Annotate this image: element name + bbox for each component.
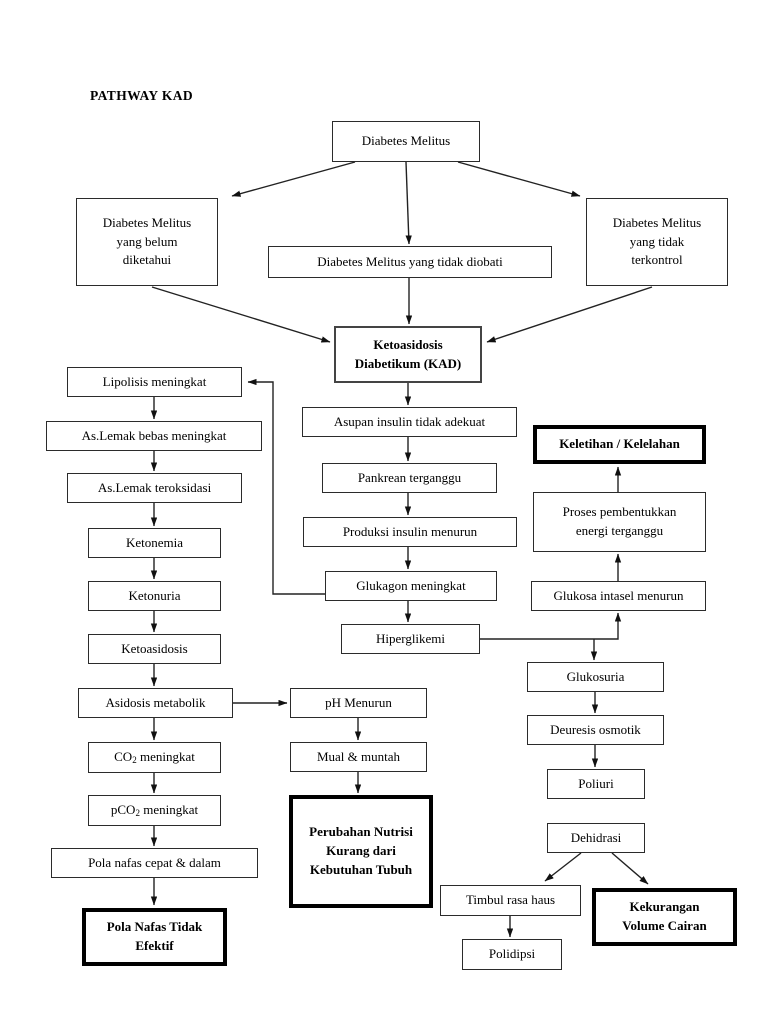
node-label: energi terganggu [575, 523, 664, 538]
node-label: Kekurangan [629, 899, 700, 915]
node-label: Glukosa intasel menurun [553, 587, 684, 603]
node-haus: Timbul rasa haus [440, 885, 581, 916]
node-label: Hiperglikemi [375, 630, 446, 646]
page-title: PATHWAY KAD [90, 88, 194, 103]
node-co2: CO2 meningkat [88, 742, 221, 773]
node-produksi: Produksi insulin menurun [303, 517, 517, 547]
node-label: Pankrean terganggu [357, 469, 462, 485]
node-glukagon: Glukagon meningkat [325, 571, 497, 601]
node-label: diketahui [122, 252, 172, 268]
node-label: Lipolisis meningkat [102, 373, 207, 389]
node-label: Diabetes Melitus [612, 214, 702, 230]
node-ph: pH Menurun [290, 688, 427, 718]
node-label: Produksi insulin menurun [342, 523, 478, 539]
node-aslemak: As.Lemak bebas meningkat [46, 421, 262, 451]
node-dm_diobati: Diabetes Melitus yang tidak diobati [268, 246, 552, 278]
node-label: Diabetikum (KAD) [354, 355, 462, 371]
node-label: As.Lemak teroksidasi [97, 479, 212, 495]
node-ketonemia: Ketonemia [88, 528, 221, 558]
node-hiper: Hiperglikemi [341, 624, 480, 654]
node-polidipsi: Polidipsi [462, 939, 562, 970]
node-asidosis: Asidosis metabolik [78, 688, 233, 718]
node-label: Efektif [135, 938, 174, 953]
node-mual: Mual & muntah [290, 742, 427, 772]
node-polanafas: Pola nafas cepat & dalam [51, 848, 258, 878]
node-proses: Proses pembentukkan energi terganggu [533, 492, 706, 552]
node-label: Ketoasidosis [373, 336, 443, 352]
node-label: Diabetes Melitus yang tidak diobati [317, 253, 503, 269]
node-label: Diabetes Melitus [102, 214, 192, 230]
node-label: Timbul rasa haus [465, 892, 556, 908]
node-label: Diabetes Melitus [361, 133, 451, 149]
node-label: Polidipsi [488, 946, 536, 962]
node-label: Mual & muntah [316, 748, 401, 764]
node-label: Asupan insulin tidak adekuat [333, 413, 486, 429]
node-poliuri: Poliuri [547, 769, 645, 799]
node-label: Ketonuria [128, 587, 181, 603]
edge-dm-belum-to-kad [151, 286, 331, 343]
node-lipolisis: Lipolisis meningkat [67, 367, 242, 397]
node-label: pH Menurun [325, 694, 392, 710]
node-label: As.Lemak bebas meningkat [81, 427, 227, 443]
node-label: terkontrol [631, 252, 683, 268]
node-label: Glukosuria [566, 668, 625, 684]
node-label: CO2 meningkat [114, 748, 195, 765]
edge-dm-to-dm-diobati [405, 161, 412, 245]
node-label: Dehidrasi [570, 829, 622, 845]
node-ketoasid: Ketoasidosis [88, 634, 221, 664]
node-teroksidasi: As.Lemak teroksidasi [67, 473, 242, 503]
node-label: Pola Nafas Tidak [106, 919, 203, 935]
edge-dm-to-dm-kontrol [457, 161, 581, 197]
node-label: Perubahan Nutrisi [309, 824, 413, 840]
node-asupan: Asupan insulin tidak adekuat [302, 407, 517, 437]
node-deuresis: Deuresis osmotik [527, 715, 664, 745]
edge-hiperglikemi-to-glukosa [480, 612, 622, 640]
node-label: Ketoasidosis [121, 640, 188, 656]
node-glukosuria: Glukosuria [527, 662, 664, 692]
node-label: Kebutuhan Tubuh [309, 861, 413, 877]
node-label: Keletihan / Kelelahan [559, 436, 680, 452]
node-dm: Diabetes Melitus [332, 121, 480, 162]
node-glukosa: Glukosa intasel menurun [531, 581, 706, 611]
node-label: yang tidak [629, 233, 685, 249]
node-label: Ketonemia [125, 534, 184, 550]
node-label: Glukagon meningkat [356, 577, 466, 593]
edge-dehidrasi-to-haus [544, 852, 582, 882]
node-dm_kontrol: Diabetes Melitus yang tidak terkontrol [586, 198, 728, 286]
edge-dehidrasi-to-kekurangan [611, 852, 649, 885]
node-pco2: pCO2 meningkat [88, 795, 221, 826]
node-label: Proses pembentukkan [562, 504, 677, 520]
node-label: Kurang dari [326, 843, 396, 859]
node-label: yang belum [116, 233, 178, 249]
node-keletihan: Keletihan / Kelelahan [533, 425, 706, 464]
node-label: Volume Cairan [622, 918, 707, 933]
node-ketonuria: Ketonuria [88, 581, 221, 611]
node-dm_belum: Diabetes Melitus yang belum diketahui [76, 198, 218, 286]
edge-dm-kontrol-to-kad [486, 286, 653, 343]
edge-dm-to-dm-belum [231, 161, 356, 197]
node-dehidrasi: Dehidrasi [547, 823, 645, 853]
node-pankrean: Pankrean terganggu [322, 463, 497, 493]
node-label: pCO2 meningkat [110, 801, 199, 818]
node-label: Pola nafas cepat & dalam [88, 854, 221, 870]
node-label: Poliuri [578, 775, 614, 791]
node-label: Asidosis metabolik [105, 694, 206, 710]
node-label: Deuresis osmotik [550, 721, 641, 737]
